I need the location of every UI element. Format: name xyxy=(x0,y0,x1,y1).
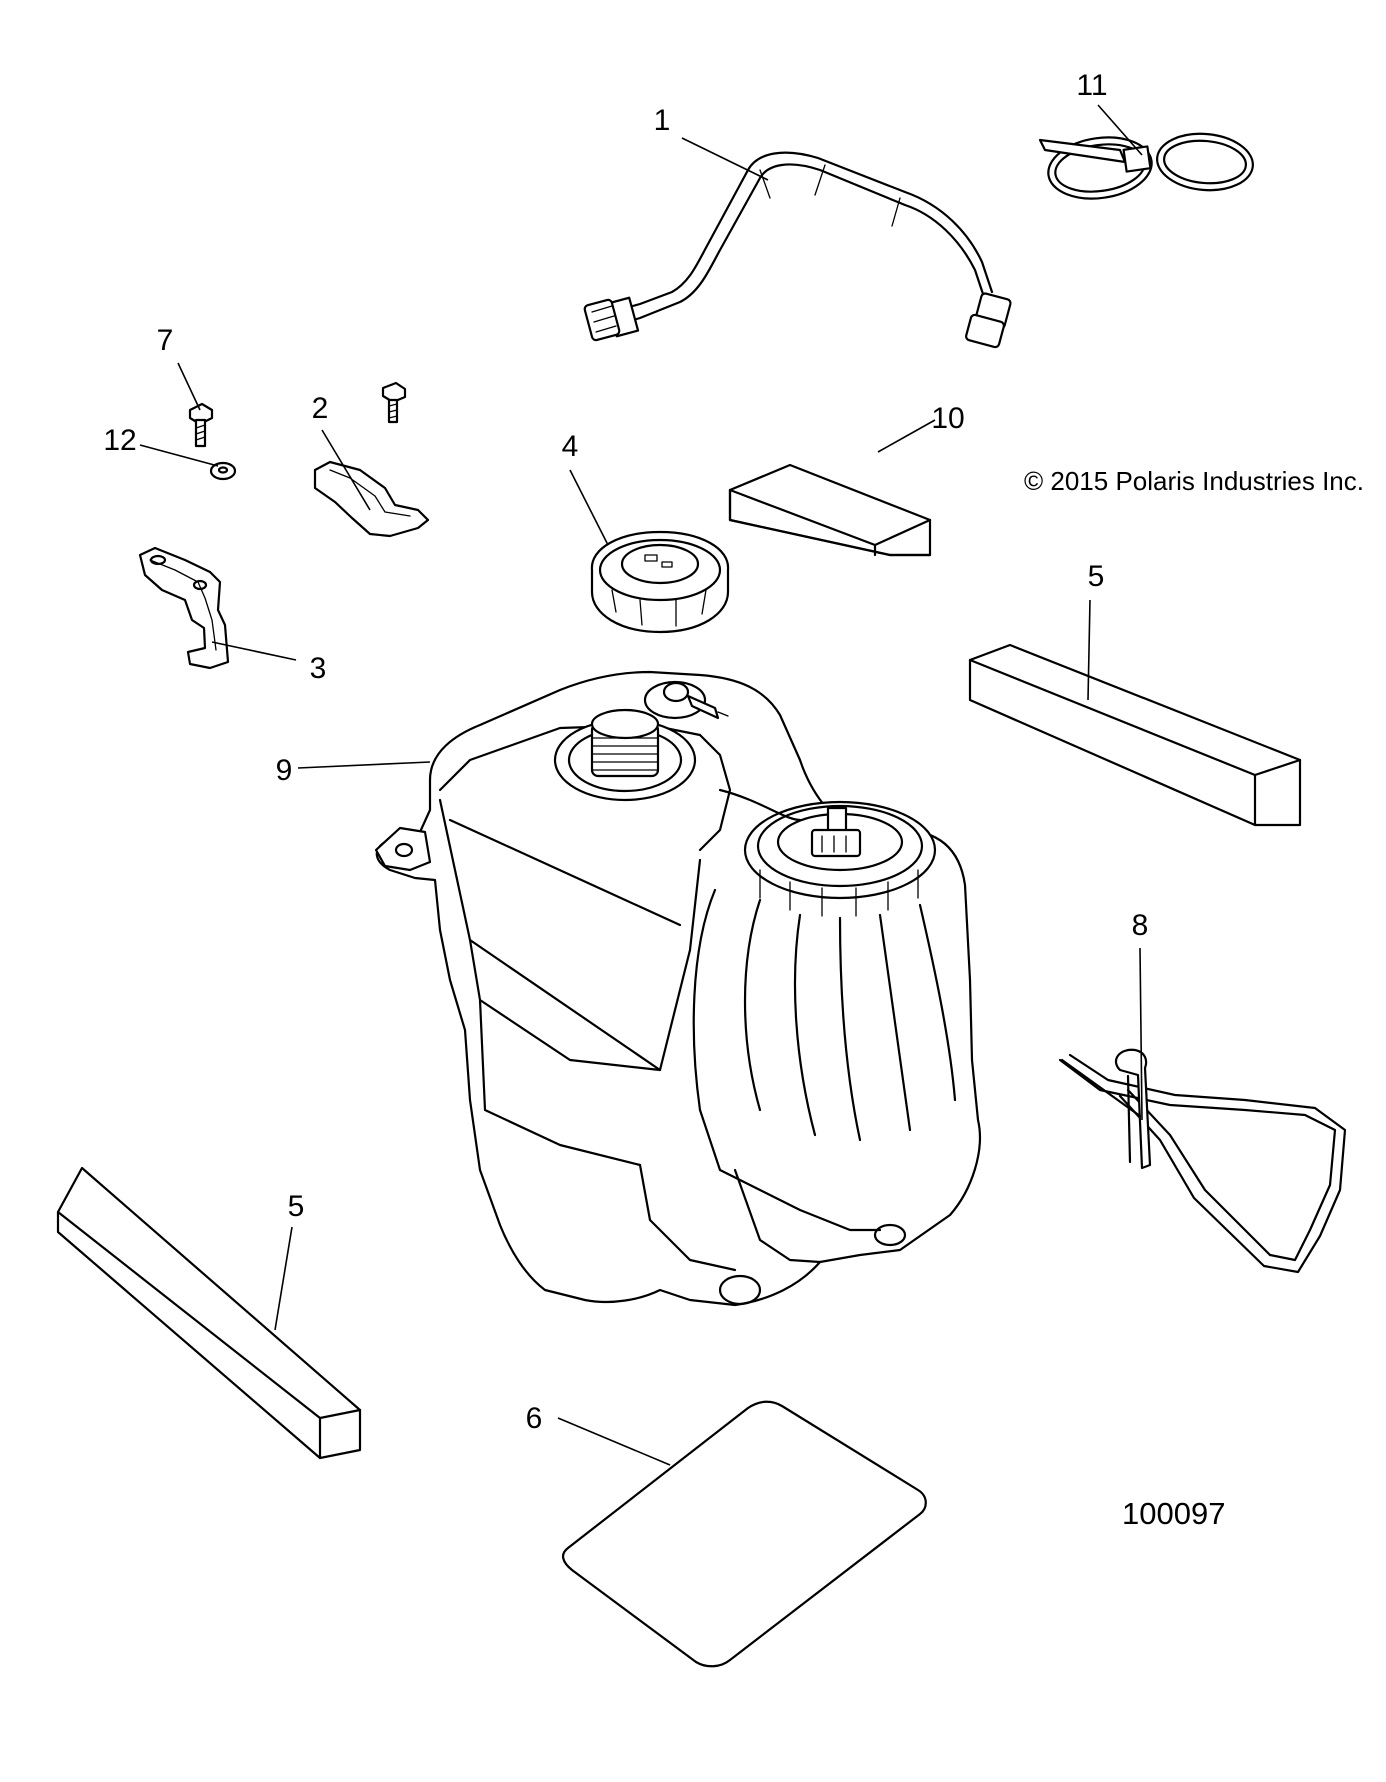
leader-1 xyxy=(681,137,769,181)
figure-number: 100097 xyxy=(1122,1496,1225,1531)
leader-9 xyxy=(297,761,431,769)
cable-tie-part-11 xyxy=(1038,132,1254,200)
fuel-cap-part-4 xyxy=(590,530,730,634)
fuel-tank-part-9 xyxy=(374,670,981,1307)
washer-part-12 xyxy=(209,461,237,481)
leader-8 xyxy=(1139,947,1143,1121)
screw-part-7 xyxy=(188,402,214,448)
callout-1: 1 xyxy=(654,104,671,137)
bracket-part-3 xyxy=(138,546,230,670)
callout-9: 9 xyxy=(276,754,293,787)
callout-12: 12 xyxy=(103,424,136,457)
copyright-notice: © 2015 Polaris Industries Inc. xyxy=(1024,466,1364,496)
leader-5-left xyxy=(274,1226,293,1331)
leader-3 xyxy=(211,641,297,661)
callout-10: 10 xyxy=(931,402,964,435)
leader-2 xyxy=(321,429,371,511)
callout-11: 11 xyxy=(1076,69,1107,102)
leader-10 xyxy=(877,419,936,453)
leader-12 xyxy=(139,444,219,467)
leader-11 xyxy=(1097,104,1143,156)
callout-labels: 1 2 3 4 5 5 6 7 8 9 10 11 12 xyxy=(103,69,1148,1435)
leader-7 xyxy=(177,362,201,411)
leader-4 xyxy=(569,469,609,546)
leader-6 xyxy=(557,1417,671,1466)
foam-block-part-5-left xyxy=(56,1166,362,1460)
callout-5-right: 5 xyxy=(1088,560,1105,593)
callout-5-left: 5 xyxy=(288,1190,305,1223)
callout-8: 8 xyxy=(1132,909,1149,942)
pad-part-6 xyxy=(562,1400,927,1668)
callout-2: 2 xyxy=(312,392,329,425)
callout-7: 7 xyxy=(157,324,174,357)
vent-hose-part-1 xyxy=(583,151,1012,349)
foam-block-part-10 xyxy=(728,463,932,557)
foam-block-part-5-right xyxy=(968,643,1302,827)
callout-6: 6 xyxy=(526,1402,543,1435)
callout-3: 3 xyxy=(310,652,327,685)
leader-5-right xyxy=(1087,599,1091,701)
leader-lines xyxy=(139,104,1143,1466)
callout-4: 4 xyxy=(562,430,579,463)
bracket-part-2 xyxy=(313,381,430,538)
fuel-line-part-8 xyxy=(1058,1048,1347,1274)
